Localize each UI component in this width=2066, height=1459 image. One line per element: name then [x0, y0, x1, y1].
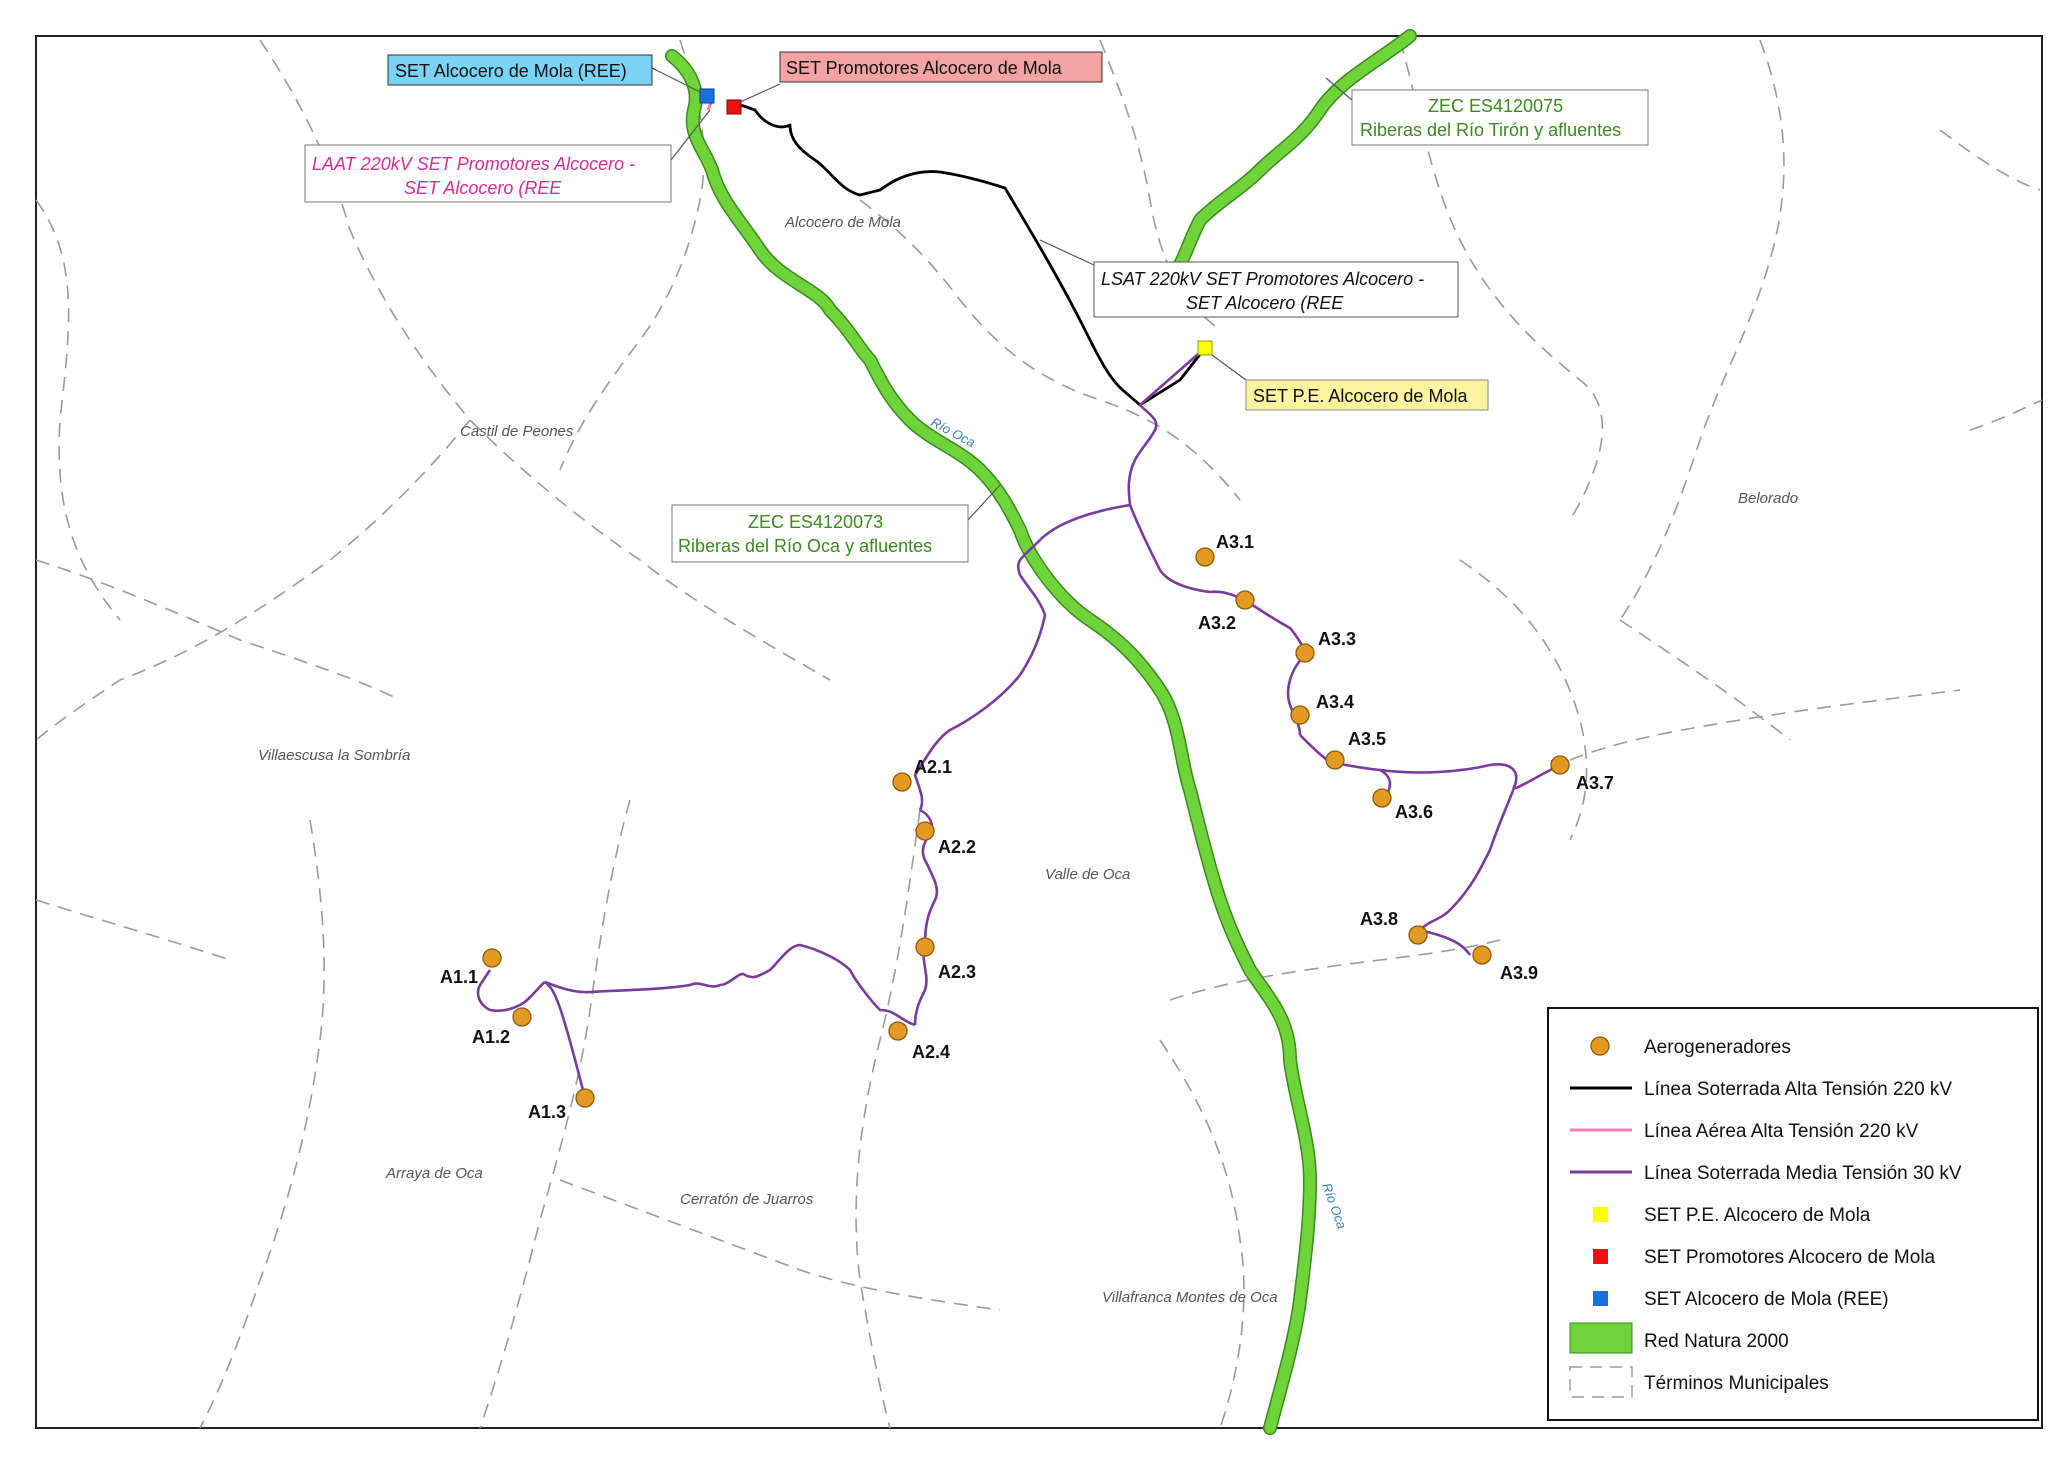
turbine-marker[interactable]	[1408, 925, 1428, 945]
turbine-label: A3.3	[1318, 629, 1356, 649]
municipal-boundaries	[35, 39, 2043, 1429]
legend-set-pe-icon	[1593, 1207, 1608, 1222]
turbine-marker[interactable]	[888, 1021, 908, 1041]
turbine-label: A2.4	[912, 1042, 950, 1062]
turbine-marker[interactable]	[575, 1088, 595, 1108]
legend-lsmt: Línea Soterrada Media Tensión 30 kV	[1644, 1163, 1962, 1184]
turbine-marker[interactable]	[1372, 788, 1392, 808]
legend-lsat: Línea Soterrada Alta Tensión 220 kV	[1644, 1079, 1952, 1100]
callout-set-ree-text: SET Alcocero de Mola (REE)	[395, 61, 627, 81]
town-cerraton: Cerratón de Juarros	[680, 1191, 814, 1208]
turbine-marker[interactable]	[512, 1007, 532, 1027]
callout-set-pe: SET P.E. Alcocero de Mola	[1211, 354, 1489, 411]
set-pe-marker[interactable]	[1197, 340, 1213, 356]
turbine-label: A3.8	[1360, 909, 1398, 929]
legend-natura-icon	[1569, 1322, 1633, 1354]
set-promotores-marker[interactable]	[726, 99, 742, 115]
turbine-labels: A1.1 A1.2 A1.3 A2.1 A2.2 A2.3 A2.4 A3.1 …	[440, 532, 1614, 1122]
mv-network	[476, 347, 1561, 1099]
town-castil: Castil de Peones	[460, 423, 574, 440]
turbine-label: A1.3	[528, 1102, 566, 1122]
callout-zec-oca-line1: ZEC ES4120073	[748, 512, 883, 532]
red-natura-tiron	[1173, 29, 1417, 272]
legend: Aerogeneradores Línea Soterrada Alta Ten…	[1547, 1007, 2039, 1421]
turbine-marker[interactable]	[1325, 750, 1345, 770]
turbine-marker[interactable]	[1195, 547, 1215, 567]
turbine-label: A2.2	[938, 837, 976, 857]
town-belorado: Belorado	[1738, 490, 1798, 507]
turbine-label: A1.1	[440, 967, 478, 987]
legend-set-pe: SET P.E. Alcocero de Mola	[1644, 1205, 1871, 1226]
callout-zec-oca-line2: Riberas del Río Oca y afluentes	[678, 536, 932, 556]
turbine-label: A3.4	[1316, 692, 1354, 712]
legend-set-promotores-icon	[1593, 1249, 1608, 1264]
legend-set-ree-icon	[1593, 1291, 1608, 1306]
legend-municipal-icon	[1569, 1366, 1633, 1398]
callout-set-promotores-text: SET Promotores Alcocero de Mola	[786, 58, 1063, 78]
legend-natura: Red Natura 2000	[1644, 1331, 1789, 1352]
callout-zec-tiron: ZEC ES4120075 Riberas del Río Tirón y af…	[1325, 77, 1649, 146]
turbine-marker[interactable]	[1235, 590, 1255, 610]
town-alcocero: Alcocero de Mola	[784, 214, 901, 231]
turbine-label: A3.9	[1500, 963, 1538, 983]
turbine-label: A2.3	[938, 962, 976, 982]
turbine-marker[interactable]	[482, 948, 502, 968]
legend-turbine-icon	[1590, 1036, 1610, 1056]
turbine-marker[interactable]	[1472, 945, 1492, 965]
town-villaescusa: Villaescusa la Sombría	[258, 747, 410, 764]
callout-zec-tiron-line1: ZEC ES4120075	[1428, 96, 1563, 116]
turbines	[482, 547, 1570, 1108]
callout-lsat: LSAT 220kV SET Promotores Alcocero - SET…	[1039, 239, 1459, 318]
legend-set-promotores: SET Promotores Alcocero de Mola	[1644, 1247, 1936, 1268]
town-labels: Alcocero de Mola Castil de Peones Belora…	[258, 214, 1798, 1306]
legend-aerogeneradores: Aerogeneradores	[1644, 1037, 1791, 1058]
turbine-marker[interactable]	[1550, 755, 1570, 775]
turbine-marker[interactable]	[1295, 643, 1315, 663]
set-ree-marker[interactable]	[699, 88, 715, 104]
turbine-label: A3.7	[1576, 773, 1614, 793]
legend-municipal: Términos Municipales	[1644, 1373, 1829, 1394]
callout-set-ree: SET Alcocero de Mola (REE)	[387, 54, 703, 94]
callout-set-promotores: SET Promotores Alcocero de Mola	[737, 51, 1103, 104]
lsat-line	[734, 101, 1207, 407]
turbine-label: A3.1	[1216, 532, 1254, 552]
town-arraya: Arraya de Oca	[385, 1165, 483, 1182]
town-valle: Valle de Oca	[1045, 866, 1130, 883]
red-natura-oca	[665, 49, 1317, 1435]
turbine-label: A3.2	[1198, 613, 1236, 633]
turbine-label: A2.1	[914, 757, 952, 777]
turbine-label: A3.5	[1348, 729, 1386, 749]
callout-laat: LAAT 220kV SET Promotores Alcocero - SET…	[304, 109, 711, 203]
callout-laat-line2: SET Alcocero (REE	[404, 178, 562, 198]
turbine-marker[interactable]	[915, 821, 935, 841]
legend-set-ree: SET Alcocero de Mola (REE)	[1644, 1289, 1889, 1310]
turbine-marker[interactable]	[915, 937, 935, 957]
town-villafranca: Villafranca Montes de Oca	[1102, 1289, 1278, 1306]
callout-lsat-line2: SET Alcocero (REE	[1186, 293, 1344, 313]
turbine-label: A3.6	[1395, 802, 1433, 822]
callout-zec-oca: ZEC ES4120073 Riberas del Río Oca y aflu…	[671, 484, 1001, 563]
callout-lsat-line1: LSAT 220kV SET Promotores Alcocero -	[1101, 269, 1424, 289]
turbine-label: A1.2	[472, 1027, 510, 1047]
turbine-marker[interactable]	[1290, 705, 1310, 725]
callout-zec-tiron-line2: Riberas del Río Tirón y afluentes	[1360, 120, 1621, 140]
turbine-marker[interactable]	[892, 772, 912, 792]
legend-laat: Línea Aérea Alta Tensión 220 kV	[1644, 1121, 1919, 1142]
callout-set-pe-text: SET P.E. Alcocero de Mola	[1253, 386, 1468, 406]
callout-laat-line1: LAAT 220kV SET Promotores Alcocero -	[312, 154, 635, 174]
